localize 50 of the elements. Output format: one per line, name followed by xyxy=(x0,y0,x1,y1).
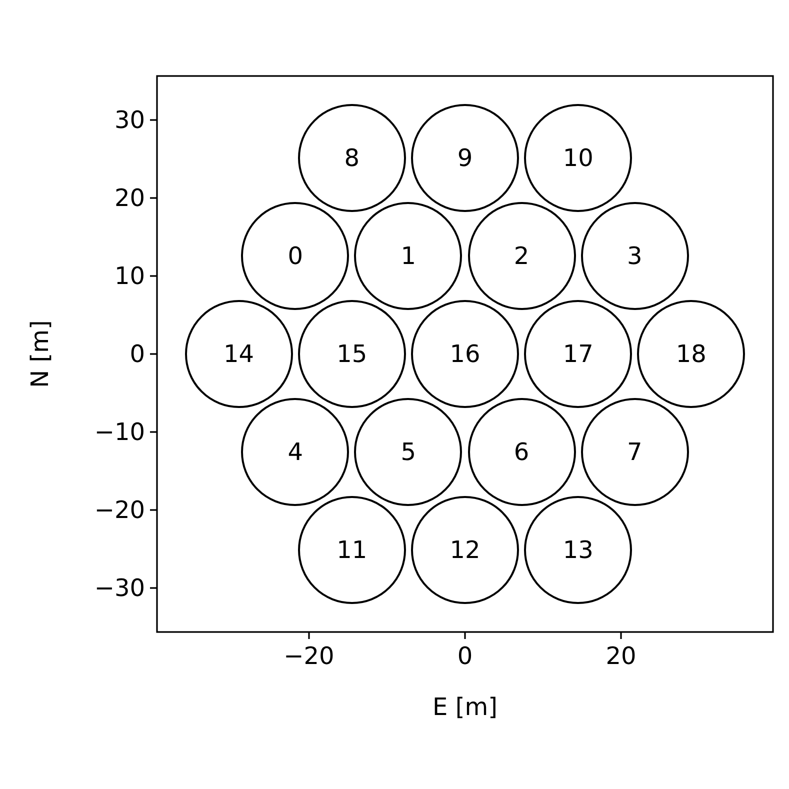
antenna-number: 14 xyxy=(224,340,254,368)
antenna-circle xyxy=(524,104,632,212)
antenna-number: 16 xyxy=(450,340,480,368)
tick-label: −20 xyxy=(94,496,145,524)
axis-title: E [m] xyxy=(432,693,498,721)
antenna-circle xyxy=(580,398,689,506)
antenna-number: 0 xyxy=(288,242,303,270)
tick-label: 10 xyxy=(114,262,145,290)
antenna-number: 7 xyxy=(627,438,642,466)
tick-label: 0 xyxy=(130,340,145,368)
tick-label: −20 xyxy=(284,642,334,670)
antenna-number: 1 xyxy=(400,242,416,270)
antenna-number: 13 xyxy=(562,536,594,564)
antenna-circle xyxy=(468,398,576,506)
antenna-number: 6 xyxy=(514,438,530,466)
antenna-number: 17 xyxy=(562,340,594,368)
antenna-circle xyxy=(524,496,632,604)
antenna-circle xyxy=(411,104,519,212)
antenna-number: 8 xyxy=(344,144,360,172)
antenna-circle xyxy=(298,300,406,408)
antenna-circle xyxy=(411,300,519,408)
antenna-circle xyxy=(580,202,689,310)
antenna-circle xyxy=(298,104,406,212)
tick-label: −30 xyxy=(94,574,145,602)
antenna-number: 4 xyxy=(288,438,303,466)
antenna-number: 11 xyxy=(336,536,368,564)
tick-label: −10 xyxy=(94,418,145,446)
antenna-number: 18 xyxy=(676,340,706,368)
antenna-circle xyxy=(354,202,462,310)
tick-label: 20 xyxy=(606,642,636,670)
antenna-number: 2 xyxy=(514,242,530,270)
antenna-circle xyxy=(354,398,462,506)
antenna-number: 12 xyxy=(450,536,480,564)
antenna-circle xyxy=(184,300,293,408)
antenna-circle xyxy=(468,202,576,310)
antenna-circle xyxy=(637,300,746,408)
antenna-circle xyxy=(298,496,406,604)
antenna-number: 5 xyxy=(400,438,416,466)
antenna-circle xyxy=(524,300,632,408)
tick-label: 30 xyxy=(114,106,145,134)
antenna-number: 3 xyxy=(627,242,642,270)
antenna-number: 10 xyxy=(562,144,594,172)
antenna-circle xyxy=(411,496,519,604)
axis-title: N [m] xyxy=(26,320,54,388)
antenna-number: 15 xyxy=(336,340,368,368)
antenna-number: 9 xyxy=(457,144,473,172)
tick-label: 20 xyxy=(114,184,145,212)
antenna-circle xyxy=(241,202,350,310)
tick-label: 0 xyxy=(457,642,473,670)
antenna-circle xyxy=(241,398,350,506)
